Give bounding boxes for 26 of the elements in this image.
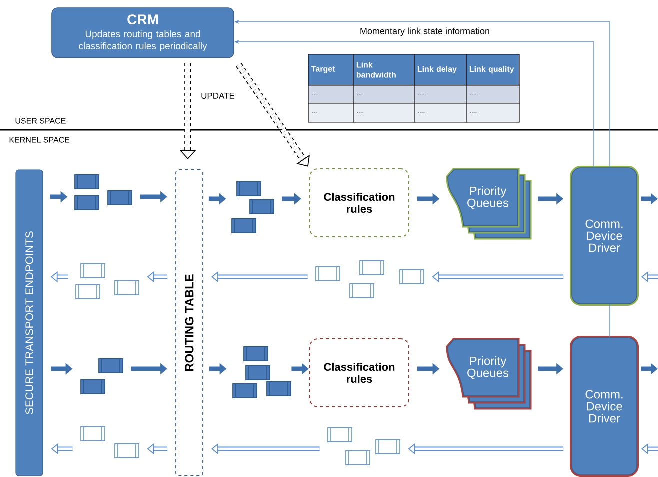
rules-box: Classification rules bbox=[310, 338, 410, 408]
packets-drawing bbox=[76, 264, 140, 300]
update-arrow bbox=[236, 63, 310, 167]
table-header-cell: Link delay bbox=[414, 54, 467, 86]
packets-drawing bbox=[232, 346, 292, 398]
routing-table-box: ROUTING TABLE bbox=[176, 170, 204, 476]
link-state-label: Momentary link state information bbox=[360, 28, 490, 36]
packets-drawing bbox=[316, 260, 424, 298]
packets-drawing bbox=[328, 428, 400, 466]
space-label: USER SPACE bbox=[16, 118, 66, 124]
driver-box: Comm. Device Driver bbox=[570, 336, 639, 477]
packets-drawing bbox=[74, 174, 132, 210]
table-header-cell: Link bandwidth bbox=[353, 54, 415, 86]
packets-drawing bbox=[80, 358, 124, 394]
packets-drawing bbox=[232, 182, 274, 234]
rules-box: Classification rules bbox=[310, 168, 410, 238]
update-label: UPDATE bbox=[202, 93, 235, 99]
space-label: KERNEL SPACE bbox=[10, 137, 70, 143]
table-header-cell: Link quality bbox=[466, 54, 520, 86]
endpoint-bar: SECURE TRANSPORT ENDPOINTS bbox=[16, 170, 44, 476]
driver-box: Comm. Device Driver bbox=[570, 166, 639, 306]
queue-stack: Priority Queues bbox=[446, 338, 532, 410]
queue-stack: Priority Queues bbox=[446, 168, 532, 240]
packets-drawing bbox=[80, 426, 140, 458]
process-box: CRM Updates routing tables and classification rules periodically bbox=[52, 8, 234, 58]
table-header-cell: Target bbox=[308, 54, 354, 86]
